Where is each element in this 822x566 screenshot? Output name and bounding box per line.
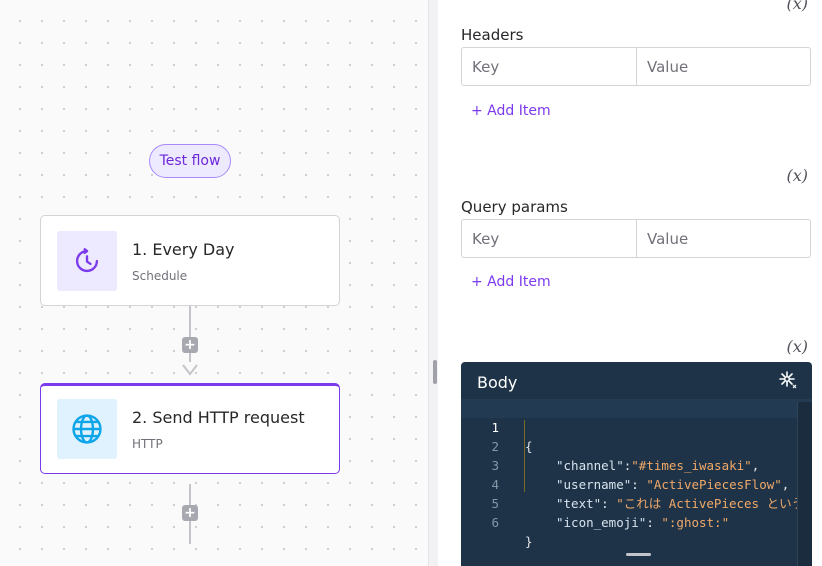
panel-divider[interactable] (428, 0, 438, 566)
sparkle-ai-icon[interactable] (778, 370, 798, 390)
step-subtitle: Schedule (132, 269, 188, 283)
code-line[interactable]: 5 "icon_emoji": ":ghost:" (461, 475, 812, 530)
code-text: } (525, 534, 533, 549)
insert-variable-icon[interactable]: (x) (786, 0, 808, 13)
step-title: 2. Send HTTP request (132, 408, 305, 427)
headers-label: Headers (461, 26, 524, 44)
insert-variable-icon[interactable]: (x) (786, 166, 808, 185)
code-line[interactable]: 1 { (461, 399, 812, 454)
connector-line (189, 306, 191, 362)
code-text: { (525, 439, 533, 454)
step-subtitle: HTTP (132, 437, 163, 451)
step-settings-panel: (x) Headers + Add Item (x) Query params … (438, 0, 822, 566)
headers-key-input[interactable] (462, 48, 637, 85)
query-params-key-input[interactable] (462, 220, 637, 257)
headers-value-input[interactable] (637, 48, 810, 85)
add-step-button[interactable]: + (182, 505, 198, 521)
query-params-value-input[interactable] (637, 220, 810, 257)
step-title: 1. Every Day (132, 240, 235, 259)
step-card-send-http-request[interactable]: 2. Send HTTP request HTTP (40, 383, 340, 474)
schedule-clock-icon (57, 231, 117, 291)
line-number: 5 (491, 496, 499, 511)
line-number: 4 (491, 477, 499, 492)
connector-arrow-icon (182, 364, 198, 376)
code-text: "text": "これは ActivePieces という (556, 496, 805, 511)
code-text: "channel":"#times_iwasaki", (556, 458, 760, 473)
code-line[interactable]: 2 "channel":"#times_iwasaki", (461, 418, 812, 473)
code-line[interactable]: 4 "text": "これは ActivePieces という (461, 456, 812, 511)
panel-resize-bar[interactable] (626, 553, 651, 556)
add-step-button[interactable]: + (182, 337, 198, 353)
query-params-label: Query params (461, 198, 568, 216)
editor-scrollbar[interactable] (797, 402, 812, 566)
code-line[interactable]: 6 } (461, 494, 812, 549)
insert-variable-icon[interactable]: (x) (786, 337, 808, 356)
step-card-every-day[interactable]: 1. Every Day Schedule (40, 215, 340, 306)
line-number: 1 (491, 420, 499, 435)
resize-handle[interactable] (433, 360, 437, 384)
line-number: 2 (491, 439, 499, 454)
globe-icon (57, 399, 117, 459)
query-params-add-item-button[interactable]: + Add Item (471, 274, 551, 290)
headers-key-value-row (461, 47, 811, 86)
line-number: 3 (491, 458, 499, 473)
code-line[interactable]: 3 "username": "ActivePiecesFlow", (461, 437, 812, 492)
code-text: "icon_emoji": ":ghost:" (556, 515, 730, 530)
headers-add-item-button[interactable]: + Add Item (471, 103, 551, 119)
test-flow-button[interactable]: Test flow (149, 144, 231, 178)
body-code-editor[interactable]: Body 1 { 2 "channel":"#times_iwasaki", 3… (461, 362, 812, 566)
query-params-key-value-row (461, 219, 811, 258)
code-text: "username": "ActivePiecesFlow", (556, 477, 790, 492)
body-label: Body (477, 373, 518, 392)
flow-canvas[interactable]: Test flow 1. Every Day Schedule + 2. Sen… (0, 0, 428, 566)
indent-guide (524, 420, 525, 492)
line-number: 6 (491, 515, 499, 530)
